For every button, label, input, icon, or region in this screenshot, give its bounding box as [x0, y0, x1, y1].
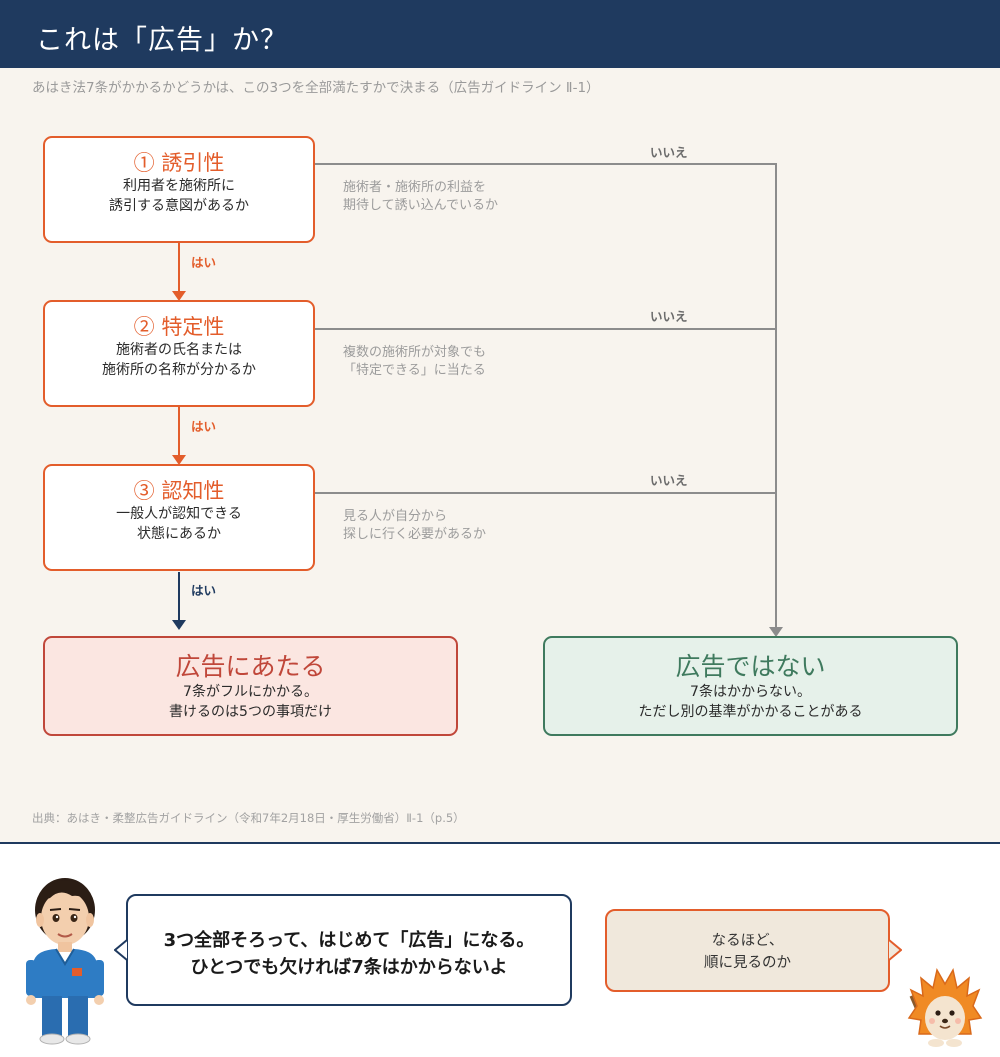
- practitioner-speech-bubble: 3つ全部そろって、はじめて「広告」になる。 ひとつでも欠ければ7条はかからないよ: [126, 894, 572, 1006]
- result-ad-title: 広告にあたる: [175, 652, 326, 681]
- question-box-inducement: ① 誘引性 利用者を施術所に 誘引する意図があるか: [43, 136, 315, 243]
- result-ad-text: 7条がフルにかかる。 書けるのは5つの事項だけ: [169, 684, 332, 720]
- note-2: 複数の施術所が対象でも 「特定できる」に当たる: [343, 345, 487, 378]
- question-box-recognizability: ③ 認知性 一般人が認知できる 状態にあるか: [43, 464, 315, 571]
- bubble2-tail: [888, 939, 902, 961]
- section-divider: [0, 842, 1000, 844]
- flow-connectors: [172, 163, 783, 637]
- question-title: ① 誘引性: [133, 151, 225, 175]
- note-1: 施術者・施術所の利益を 期待して誘い込んでいるか: [343, 180, 498, 213]
- yes-arrowhead-1: [172, 291, 186, 301]
- bubble1-tail: [114, 939, 128, 961]
- question-text: 一般人が認知できる 状態にあるか: [116, 506, 242, 542]
- result-not-ad-text: 7条はかからない。 ただし別の基準がかかることがある: [638, 684, 863, 720]
- question-title: ③ 認知性: [133, 479, 225, 503]
- question-box-specificity: ② 特定性 施術者の氏名または 施術所の名称が分かるか: [43, 300, 315, 407]
- yes-arrowhead-2: [172, 455, 186, 465]
- yes-arrowhead-3: [172, 620, 186, 630]
- result-not-ad-title: 広告ではない: [675, 652, 826, 681]
- hedgehog-mascot: [907, 967, 983, 1047]
- note-3: 見る人が自分から 探しに行く必要があるか: [343, 509, 487, 542]
- header-bar: これは「広告」か？: [0, 0, 1000, 68]
- practitioner-avatar: [26, 878, 104, 1045]
- result-not-ad-box: 広告ではない 7条はかからない。 ただし別の基準がかかることがある: [543, 636, 958, 736]
- page-title: これは「広告」か？: [36, 25, 288, 56]
- yes-label-1: はい: [191, 255, 217, 270]
- no-label-1: いいえ: [650, 145, 688, 160]
- question-title: ② 特定性: [133, 315, 225, 339]
- no-arrowhead: [769, 627, 783, 637]
- yes-label-3: はい: [191, 583, 217, 598]
- hedgehog-speech-text: なるほど、 順に見るのか: [704, 933, 791, 971]
- source-citation: 出典：あはき・柔整広告ガイドライン（令和7年2月18日・厚生労働省）Ⅱ-1（p.…: [32, 811, 465, 825]
- yes-label-2: はい: [191, 419, 217, 434]
- question-text: 施術者の氏名または 施術所の名称が分かるか: [102, 342, 256, 378]
- page-subtitle: あはき法7条がかかるかどうかは、この3つを全部満たすかで決まる（広告ガイドライン…: [32, 80, 600, 96]
- result-ad-box: 広告にあたる 7条がフルにかかる。 書けるのは5つの事項だけ: [43, 636, 458, 736]
- hedgehog-speech-bubble: なるほど、 順に見るのか: [605, 909, 890, 992]
- question-text: 利用者を施術所に 誘引する意図があるか: [109, 178, 249, 214]
- no-label-3: いいえ: [650, 473, 688, 488]
- no-label-2: いいえ: [650, 309, 688, 324]
- practitioner-speech-text: 3つ全部そろって、はじめて「広告」になる。 ひとつでも欠ければ7条はかからないよ: [163, 930, 535, 978]
